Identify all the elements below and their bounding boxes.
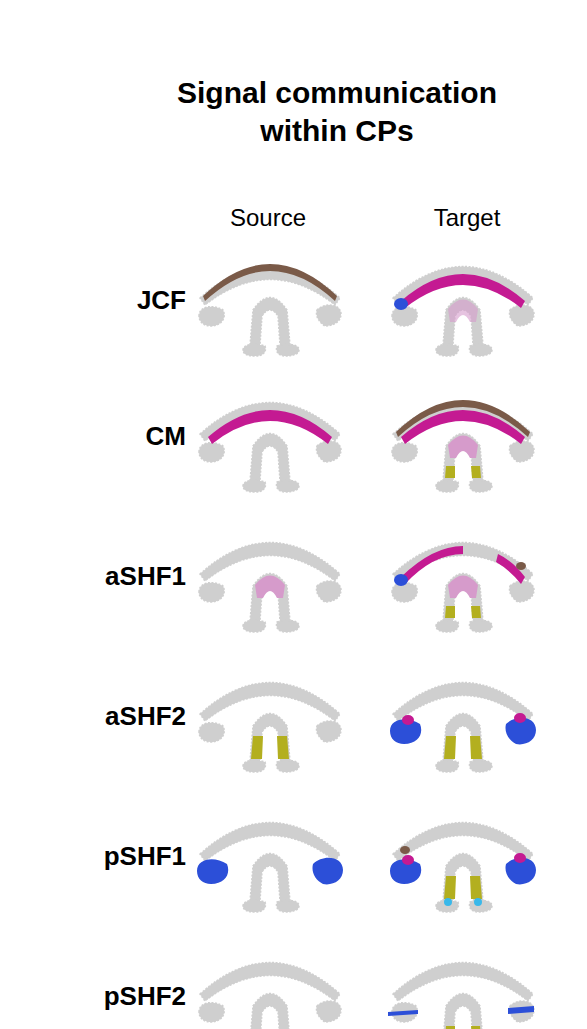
cell-population-region [448,300,478,323]
tissue-outline [443,714,483,762]
tissue-outline [443,574,483,622]
tissue-outline [392,443,417,462]
tissue-outline [199,583,224,602]
cell-population-region [445,606,481,618]
tissue-outline [243,620,266,632]
tissue-outline [443,434,483,482]
row-label: pSHF2 [104,981,186,1012]
cell-population-region [445,1026,481,1029]
target-map [390,683,536,773]
tissue-outline [243,760,266,772]
tissue-outline [199,723,224,742]
row-label: JCF [137,285,186,316]
tissue-outline [276,900,299,912]
tissue-outline [469,480,492,492]
tissue-outline [509,305,534,326]
tissue-outline [316,721,341,742]
column-header: Target [434,204,501,232]
figure-title: Signal communication within CPs [132,74,542,150]
source-map [199,543,341,633]
tissue-outline [199,307,224,326]
tissue-outline [316,1001,341,1022]
target-map [388,963,534,1029]
tissue-outline [276,760,299,772]
source-map [199,963,341,1029]
tissue-outline [250,714,290,762]
tissue-outline [243,480,266,492]
cell-population-region [516,562,526,570]
tissue-outline [436,344,459,356]
cell-population-region [251,736,289,759]
tissue-outline [199,443,224,462]
cell-population-region [402,713,526,725]
cell-population-region [401,546,463,584]
cell-population-region [394,574,408,586]
cell-population-region [388,1006,534,1016]
row-label: pSHF1 [104,841,186,872]
cell-population-region [496,554,525,584]
row-label: aSHF1 [105,561,186,592]
source-map [199,403,341,493]
tissue-outline [443,298,483,346]
tissue-outline [199,1003,224,1022]
tissue-outline [509,441,534,462]
tissue-outline [392,583,417,602]
tissue-outline [443,854,483,902]
target-map [392,543,534,633]
target-map [390,823,536,913]
tissue-outline [250,994,290,1029]
tissue-outline [276,480,299,492]
row-label: CM [146,421,186,452]
cell-population-region [394,298,408,310]
column-header: Source [230,204,306,232]
tissue-outline [436,620,459,632]
tissue-outline [250,298,290,346]
cell-population-region [255,576,285,599]
tissue-outline [276,620,299,632]
tissue-outline [469,760,492,772]
tissue-outline [392,307,417,326]
cell-population-region [197,858,343,885]
cell-population-region [208,410,332,444]
cell-population-region [444,876,482,899]
source-map [199,264,341,356]
cell-population-region [444,898,482,906]
source-map [197,823,343,913]
tissue-outline [436,760,459,772]
cell-population-region [444,736,482,759]
cell-population-region [402,853,526,865]
tissue-outline [276,344,299,356]
cell-population-region [400,846,410,854]
cell-population-region [448,576,478,599]
tissue-outline [316,441,341,462]
tissue-outline [243,900,266,912]
cell-population-region [203,264,337,301]
tissue-outline [316,305,341,326]
tissue-outline [509,581,534,602]
tissue-outline [443,994,483,1029]
tissue-outline [243,344,266,356]
cell-population-region [448,436,478,459]
row-label: aSHF2 [105,701,186,732]
target-map [392,400,534,492]
tissue-outline [469,344,492,356]
tissue-outline [469,620,492,632]
tissue-outline [250,574,290,622]
tissue-outline [250,854,290,902]
source-map [199,683,341,773]
tissue-outline [436,480,459,492]
target-map [392,267,534,357]
cell-population-region [445,466,481,478]
tissue-outline [250,434,290,482]
tissue-outline [316,581,341,602]
